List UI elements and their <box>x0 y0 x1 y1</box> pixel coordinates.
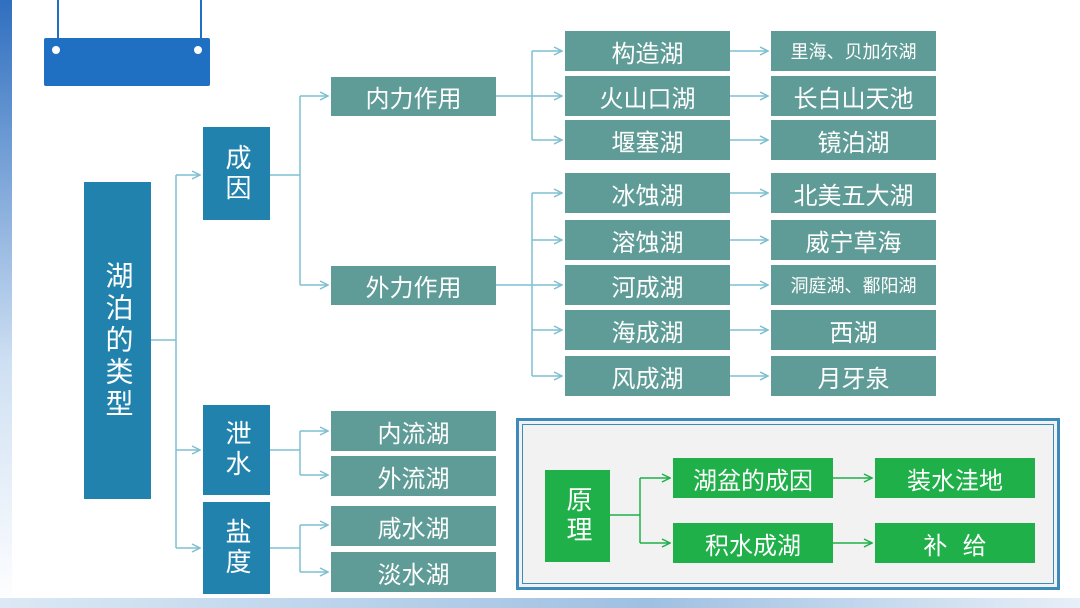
lake-type-box: 溶蚀湖 <box>565 220 730 260</box>
lake-type-label: 火山口湖 <box>599 84 696 113</box>
principle-label-box: 原理 <box>545 470 610 562</box>
salinity-item-box: 咸水湖 <box>331 506 496 546</box>
example-box: 北美五大湖 <box>771 173 936 213</box>
group-external-force: 外力作用 <box>331 266 496 305</box>
category-salinity-label: 盐度 <box>221 518 251 578</box>
lake-type-box: 火山口湖 <box>565 76 730 116</box>
salinity-item-label: 淡水湖 <box>377 560 450 589</box>
lake-type-label: 构造湖 <box>611 39 684 68</box>
example-label: 洞庭湖、鄱阳湖 <box>790 276 917 297</box>
group-internal-force: 内力作用 <box>331 77 496 116</box>
root-node: 湖泊的类型 <box>84 182 151 499</box>
example-box: 西湖 <box>771 310 936 350</box>
salinity-item-box: 淡水湖 <box>331 552 496 592</box>
board-hole-left <box>52 46 60 54</box>
outflow-item-box: 外流湖 <box>331 456 496 496</box>
principle-result-box: 补 给 <box>875 523 1035 563</box>
principle-cause-label: 湖盆的成因 <box>693 466 813 495</box>
hanging-board <box>44 38 210 86</box>
root-label: 湖泊的类型 <box>101 260 135 421</box>
bottom-gradient-bar <box>0 598 1080 608</box>
lake-type-label: 河成湖 <box>611 273 684 302</box>
principle-cause-box: 湖盆的成因 <box>673 458 833 498</box>
group-external-label: 外力作用 <box>365 274 462 302</box>
example-label: 长白山天池 <box>793 84 914 113</box>
example-box: 长白山天池 <box>771 76 936 116</box>
category-origin: 成因 <box>203 127 270 220</box>
principle-result-label: 装水洼地 <box>907 466 1003 495</box>
category-outflow: 泄水 <box>203 405 270 495</box>
example-box: 月牙泉 <box>771 356 936 396</box>
outflow-item-box: 内流湖 <box>331 411 496 451</box>
example-box: 镜泊湖 <box>771 120 936 160</box>
lake-type-box: 冰蚀湖 <box>565 173 730 213</box>
lake-type-box: 构造湖 <box>565 31 730 71</box>
outflow-item-label: 内流湖 <box>377 419 450 448</box>
example-label: 里海、贝加尔湖 <box>790 42 917 63</box>
category-origin-label: 成因 <box>221 143 251 204</box>
example-label: 威宁草海 <box>805 228 902 257</box>
example-box: 里海、贝加尔湖 <box>771 31 936 71</box>
lake-type-label: 溶蚀湖 <box>611 228 684 257</box>
example-label: 西湖 <box>829 318 878 347</box>
example-label: 北美五大湖 <box>793 181 914 210</box>
lake-type-box: 风成湖 <box>565 356 730 396</box>
board-hole-right <box>194 46 202 54</box>
lake-type-box: 堰塞湖 <box>565 120 730 160</box>
category-salinity: 盐度 <box>203 502 270 594</box>
example-box: 洞庭湖、鄱阳湖 <box>771 265 936 305</box>
principle-result-label: 补 给 <box>923 531 987 560</box>
lake-type-label: 海成湖 <box>611 318 684 347</box>
lake-type-label: 风成湖 <box>611 364 684 393</box>
lake-type-box: 海成湖 <box>565 310 730 350</box>
salinity-item-label: 咸水湖 <box>377 514 450 543</box>
principle-result-box: 装水洼地 <box>875 458 1035 498</box>
hanging-string-right <box>200 0 202 44</box>
hanging-string-left <box>57 0 59 44</box>
principle-cause-label: 积水成湖 <box>705 531 801 560</box>
group-internal-label: 内力作用 <box>365 85 462 113</box>
example-label: 月牙泉 <box>817 364 890 393</box>
outflow-item-label: 外流湖 <box>377 464 450 493</box>
lake-type-label: 堰塞湖 <box>611 128 684 157</box>
example-label: 镜泊湖 <box>817 128 890 157</box>
left-gradient-edge <box>0 0 12 608</box>
principle-label: 原理 <box>562 486 592 546</box>
category-outflow-label: 泄水 <box>221 420 251 480</box>
principle-cause-box: 积水成湖 <box>673 523 833 563</box>
lake-type-box: 河成湖 <box>565 265 730 305</box>
example-box: 威宁草海 <box>771 220 936 260</box>
lake-type-label: 冰蚀湖 <box>611 181 684 210</box>
